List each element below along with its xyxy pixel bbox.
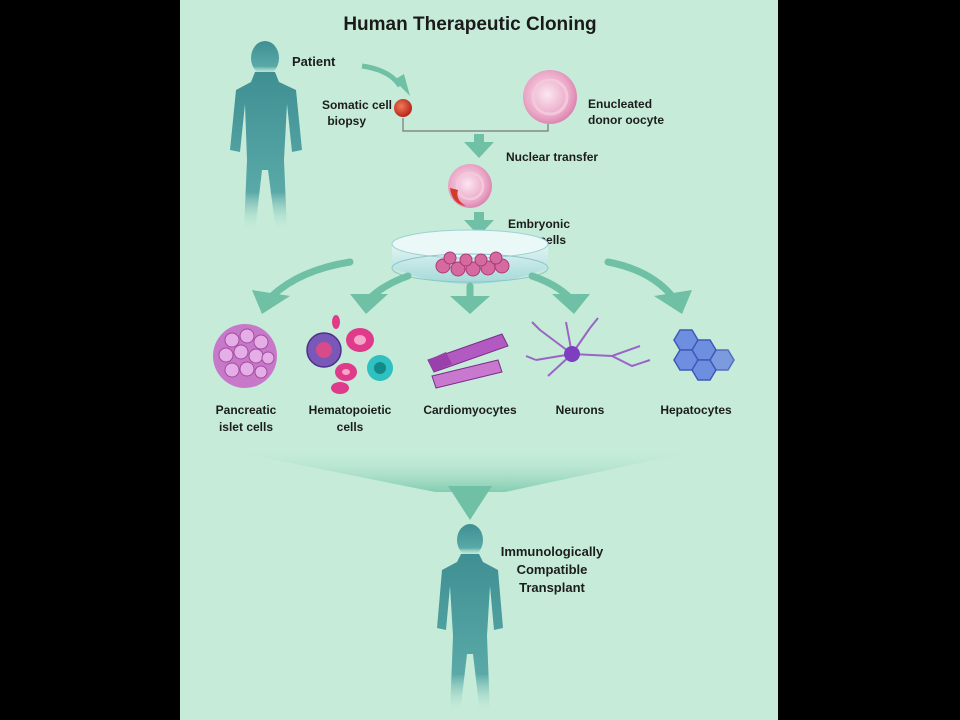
hepatocytes-icon [673,329,735,381]
petri-dish-icon [391,229,549,284]
oocyte-inner-ring [531,78,569,116]
transplant-patient-figure-icon [437,524,503,714]
differentiation-arrowheads [252,290,692,314]
patient-figure-icon [230,41,302,232]
oocyte-label-line1: Enucleated [588,97,652,111]
outcome-line1: Immunologically [501,544,604,559]
pancreatic-islet-cells-icon [213,324,277,388]
outcome-line2: Compatible [517,562,588,577]
cell-type-labels: Pancreatic islet cells Hematopoietic cells C… [216,403,732,434]
patient-arrow [361,63,403,88]
nuclear-transfer-arrow [464,134,494,158]
patient-label: Patient [292,54,336,69]
hematopoietic-cells-icon [306,315,393,394]
patient-arrow-head [394,74,410,96]
label-cardiomyocytes-line1: Cardiomyocytes [423,403,517,417]
fused-cell-ring [455,171,485,201]
oocyte-icon [523,70,577,124]
convergence-funnel [205,446,720,492]
outcome-line3: Transplant [519,580,585,595]
somatic-label-line1: Somatic cell [322,98,392,112]
label-neurons-line1: Neurons [556,403,605,417]
embryonic-label-line1: Embryonic [508,217,570,231]
somatic-cell-icon [394,99,412,117]
fused-cell-icon [448,164,492,208]
merge-bracket [402,118,549,132]
label-hematopoietic-line1: Hematopoietic [309,403,392,417]
oocyte-label-line2: donor oocyte [588,113,664,127]
culture-arrow [464,212,494,236]
fused-cell-nucleus [450,188,466,206]
label-hematopoietic-line2: cells [337,420,364,434]
label-pancreatic-line1: Pancreatic [216,403,277,417]
nuclear-transfer-label: Nuclear transfer [506,150,598,164]
transplant-arrow [448,486,492,520]
somatic-label-line2: biopsy [327,114,366,128]
label-pancreatic-line2: islet cells [219,420,273,434]
diagram-title: Human Therapeutic Cloning [343,14,596,35]
neurons-icon [525,317,651,377]
cardiomyocytes-icon [427,333,509,389]
label-hepatocytes-line1: Hepatocytes [660,403,732,417]
